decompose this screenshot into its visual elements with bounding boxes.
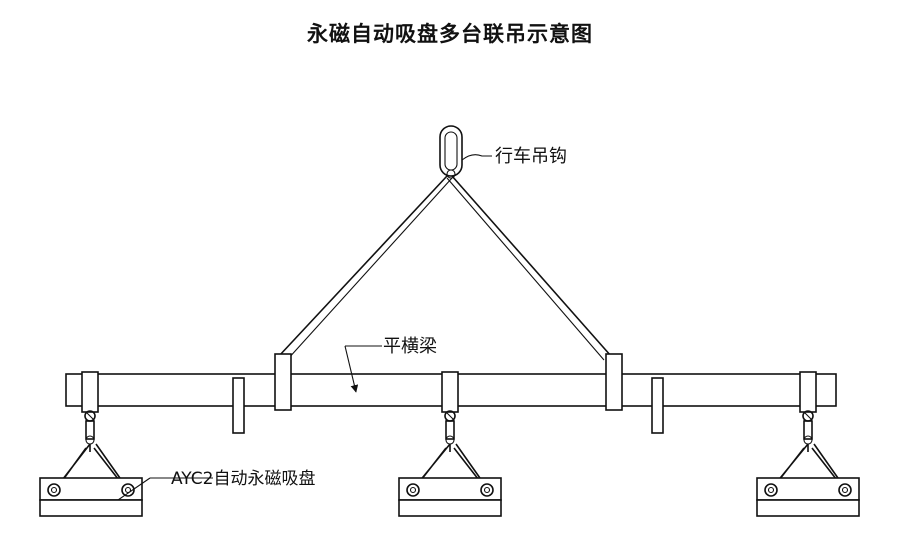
- chuck-leader: [117, 477, 213, 501]
- stop-block-right: [651, 377, 664, 434]
- beam-clamp-right: [605, 353, 623, 411]
- crane-hook: [439, 125, 463, 179]
- sling-right: [446, 175, 612, 361]
- stop-block-left: [232, 377, 245, 434]
- magnetic-chuck-3: [756, 420, 860, 517]
- magnetic-chuck-1: [39, 420, 143, 517]
- hanger-clamp-2: [441, 371, 459, 422]
- beam-clamp-left: [274, 353, 292, 411]
- hook-leader: [461, 154, 492, 161]
- magnetic-chuck-2: [398, 420, 502, 517]
- sling-left: [278, 175, 453, 361]
- hanger-clamp-3: [799, 371, 817, 422]
- beam-leader: [344, 345, 382, 393]
- hanger-clamp-1: [81, 371, 99, 422]
- hook-label: 行车吊钩: [495, 146, 567, 167]
- chuck-label: AYC2自动永磁吸盘: [171, 469, 315, 489]
- diagram-title: 永磁自动吸盘多台联吊示意图: [307, 21, 593, 46]
- beam-label: 平横梁: [383, 336, 437, 357]
